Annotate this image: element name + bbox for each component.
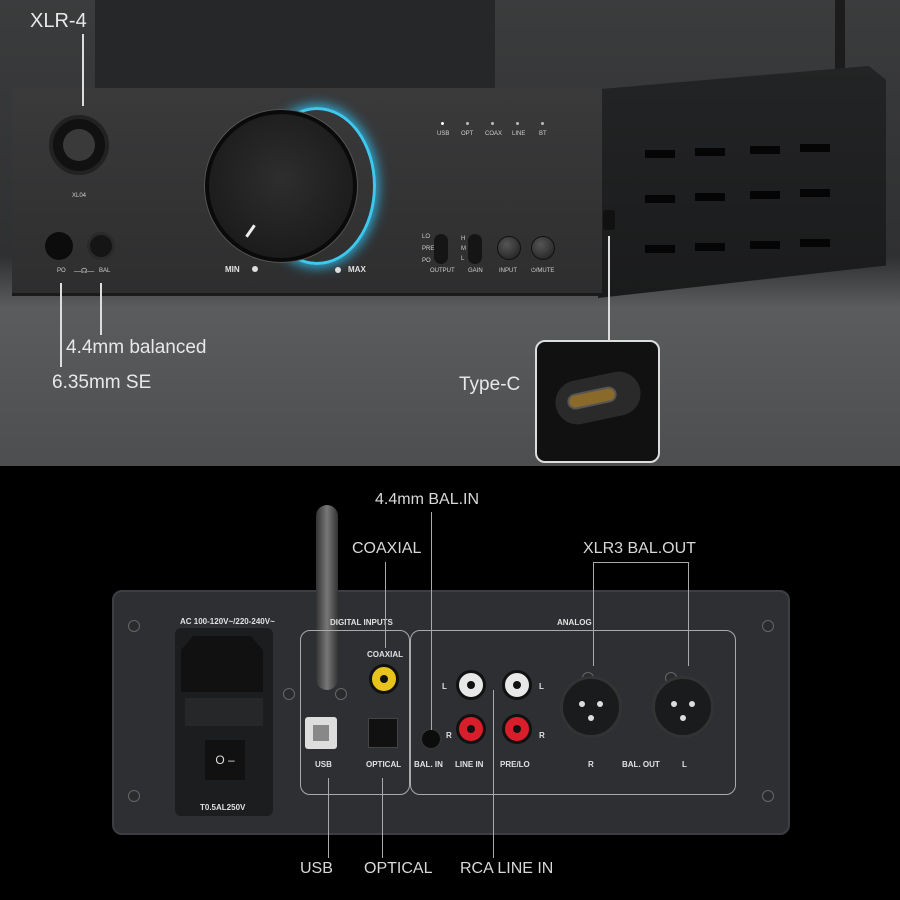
gain-option-l: L [461,256,465,262]
pre-lo-right-jack [502,714,532,744]
front-view-photo: XL04 PO —☊— BAL MIN MAX USB OPT COAX LIN… [0,0,900,466]
iec-socket [181,636,263,692]
line-in-right-jack [456,714,486,744]
ac-label: AC 100-120V~/220-240V~ [180,617,275,626]
mute-button[interactable] [531,236,555,260]
analog-label: ANALOG [557,618,592,627]
volume-ring-light [258,107,376,265]
callout-44-balanced: 4.4mm balanced [66,337,207,358]
knob-indicator [245,224,256,238]
digital-inputs-label: DIGITAL INPUTS [330,618,393,627]
callout-44-bal-in: 4.4mm BAL.IN [375,491,480,508]
callout-type-c: Type-C [459,374,521,395]
bal-in-label: BAL. IN [414,760,443,769]
44-jack [87,232,115,260]
xlr-out-right [560,676,622,738]
optical-label: OPTICAL [366,760,402,769]
pre-lo-left-jack [502,670,532,700]
line-in-l-label: L [442,682,447,691]
xlr4-label: XL04 [72,193,87,199]
min-label: MIN [225,265,240,274]
callout-rca-line-in: RCA LINE IN [460,860,554,877]
volume-knob[interactable] [205,110,357,262]
analog-group [410,630,736,795]
led-coax: COAX [485,131,503,137]
usb-label: USB [315,760,332,769]
vent-grille [640,140,840,260]
xlr4-jack [49,115,109,175]
max-label: MAX [348,265,366,274]
antenna-icon [835,0,845,70]
led-line: LINE [512,131,526,137]
digital-inputs-group [300,630,410,795]
bal-in-jack [420,728,442,750]
bal-label: BAL [99,268,111,274]
bal-out-label: BAL. OUT [622,760,660,769]
fuse-holder [185,698,263,726]
line-in-left-jack [456,670,486,700]
led-usb: USB [437,131,450,137]
mute-label: ⏻/MUTE [531,268,555,274]
callout-xlr3-bal-out: XLR3 BAL.OUT [583,540,696,557]
output-option-lo: LO [422,234,431,240]
type-c-port [603,210,615,230]
power-switch[interactable]: O – [205,740,245,780]
input-button[interactable] [497,236,521,260]
pre-lo-l-label: L [539,682,544,691]
gain-label: GAIN [468,268,483,274]
headphone-icon: —☊— [74,268,95,275]
power-module: O – [175,628,273,816]
635-jack [45,232,73,260]
callout-xlr4: XLR-4 [30,10,87,32]
bal-in-r-label: R [446,731,452,740]
output-option-pre: PRE [422,246,435,252]
output-option-po: PO [422,258,431,264]
callout-optical: OPTICAL [364,860,433,877]
fuse-label: T0.5AL250V [200,803,246,812]
callout-usb: USB [300,860,333,877]
gain-switch[interactable] [468,234,482,264]
pre-lo-r-label: R [539,731,545,740]
xlr-l-label: L [682,760,687,769]
xlr-r-label: R [588,760,594,769]
callout-635-se: 6.35mm SE [52,372,152,393]
gain-option-m: M [461,246,466,252]
type-c-inset [535,340,660,463]
optical-port [368,718,398,748]
led-bt: BT [539,131,547,137]
max-dot [335,267,341,273]
xlr-out-left [652,676,714,738]
led-opt: OPT [461,131,474,137]
output-label: OUTPUT [430,268,455,274]
antenna-icon [316,505,338,690]
gain-option-h: H [461,236,466,242]
po-label: PO [57,268,66,274]
coaxial-label: COAXIAL [367,650,403,659]
coaxial-jack [369,664,399,694]
callout-coaxial: COAXIAL [352,540,422,557]
min-dot [252,266,258,272]
amp-side-panel [598,66,886,298]
input-label: INPUT [499,268,517,274]
usb-b-port [305,717,337,749]
line-in-label: LINE IN [455,760,484,769]
pre-lo-label: PRE/LO [500,760,530,769]
background-block [95,0,495,88]
output-switch[interactable] [434,234,448,264]
